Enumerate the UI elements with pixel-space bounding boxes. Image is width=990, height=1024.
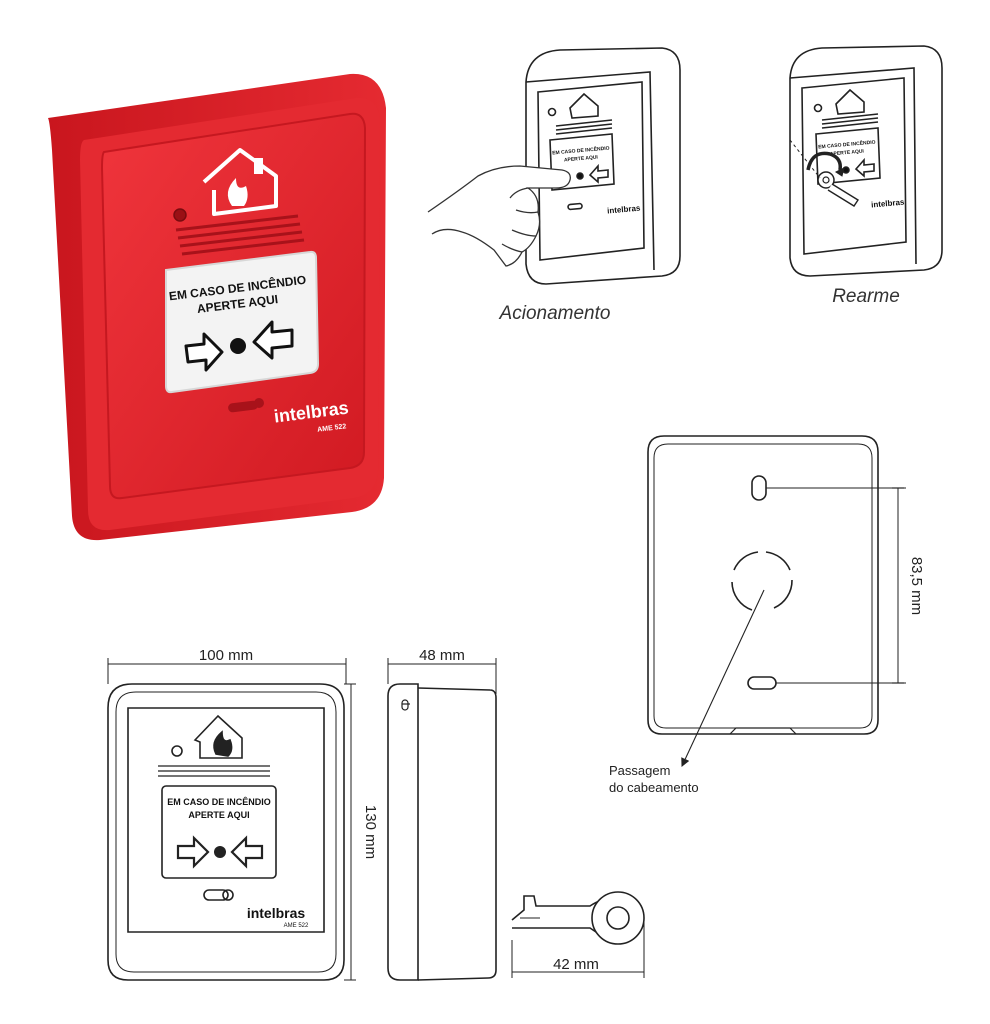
front-view-drawing — [107, 658, 356, 981]
product-photo: EM CASO DE INCÊNDIO APERTE AQUI intelbra… — [48, 73, 386, 541]
depth-dimension: 48 mm — [419, 647, 465, 664]
hand-icon — [427, 165, 571, 267]
reset-sketch: EM CASO DE INCÊNDIO APERTE AQUI intelbra… — [789, 45, 943, 277]
hole-spacing-dimension: 83,5 mm — [908, 557, 925, 615]
upper-mount-hole — [751, 475, 767, 501]
front-brand-model: AME 522 — [284, 923, 309, 929]
front-panel-text2: APERTE AQUI — [188, 810, 249, 820]
cable-callout-line2: do cabeamento — [609, 780, 699, 795]
activation-brand: intelbras — [607, 204, 642, 216]
reset-brand: intelbras — [871, 198, 906, 210]
activation-caption: Acionamento — [499, 303, 611, 324]
height-dimension: 130 mm — [362, 805, 379, 859]
front-panel-text1: EM CASO DE INCÊNDIO — [167, 796, 271, 807]
push-arrows-icon — [184, 320, 294, 372]
reset-caption: Rearme — [832, 286, 900, 307]
back-view-drawing — [647, 435, 906, 767]
width-dimension: 100 mm — [199, 647, 253, 664]
cable-callout-line1: Passagem — [609, 763, 670, 778]
reset-key-icon — [789, 139, 859, 207]
reset-key-drawing — [511, 891, 645, 978]
lower-mount-hole — [747, 676, 777, 690]
led-indicator — [173, 208, 187, 222]
fire-house-icon — [202, 148, 278, 216]
push-point-icon — [230, 338, 246, 354]
key-slot-icon — [228, 398, 264, 413]
vent-slots — [175, 214, 305, 256]
side-view-drawing — [387, 658, 497, 981]
front-panel-outline — [161, 785, 277, 879]
key-length-dimension: 42 mm — [553, 956, 599, 973]
cable-knockout — [731, 551, 793, 611]
activation-panel-text2: APERTE AQUI — [564, 154, 599, 163]
front-brand-logo: intelbras — [247, 905, 306, 921]
activation-sketch: EM CASO DE INCÊNDIO APERTE AQUI intelbra… — [427, 47, 681, 285]
brand-model: AME 522 — [317, 423, 347, 434]
reset-panel-text2: APERTE AQUI — [830, 148, 865, 157]
